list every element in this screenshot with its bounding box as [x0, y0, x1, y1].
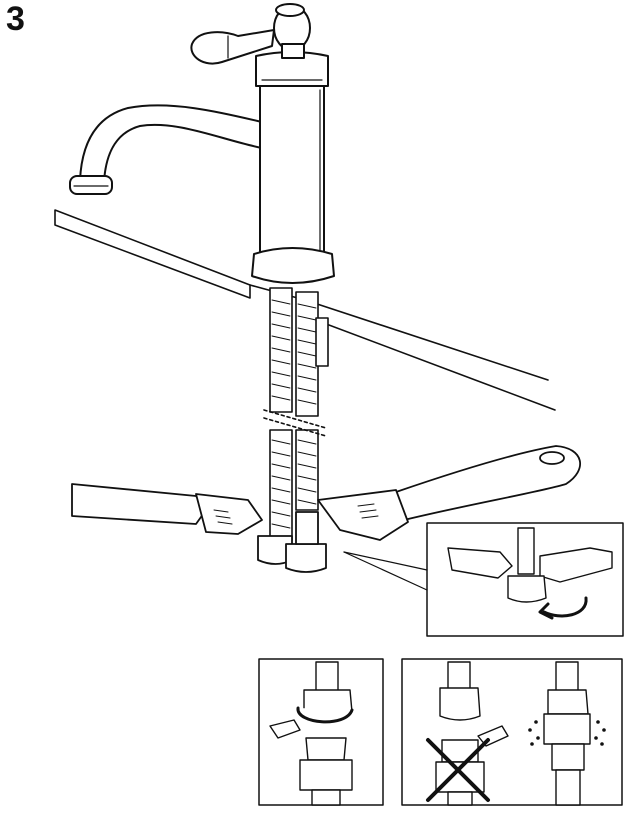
- hose-nut-right: [285, 543, 327, 573]
- wrenches: [71, 445, 581, 573]
- cross-mark-icon: [426, 738, 490, 802]
- water-drops-icon: [528, 720, 606, 746]
- pointing-hand-icon: [269, 719, 301, 739]
- rotate-arrow-icon: [296, 706, 354, 724]
- spout-aerator: [69, 175, 113, 195]
- step-number: 3: [6, 0, 25, 38]
- right-wrench: [395, 445, 581, 521]
- faucet-lever: [190, 29, 275, 65]
- incorrect-panel: [401, 658, 623, 806]
- countertop: [54, 209, 556, 411]
- faucet: [69, 3, 335, 284]
- supply-hoses: [263, 287, 329, 541]
- detail-panel: [343, 522, 624, 637]
- rotate-arrow-icon: [542, 596, 588, 618]
- correct-panel: [258, 658, 384, 806]
- faucet-base: [251, 247, 335, 284]
- left-wrench: [71, 483, 207, 525]
- faucet-body: [259, 61, 325, 261]
- faucet-spout: [79, 104, 263, 183]
